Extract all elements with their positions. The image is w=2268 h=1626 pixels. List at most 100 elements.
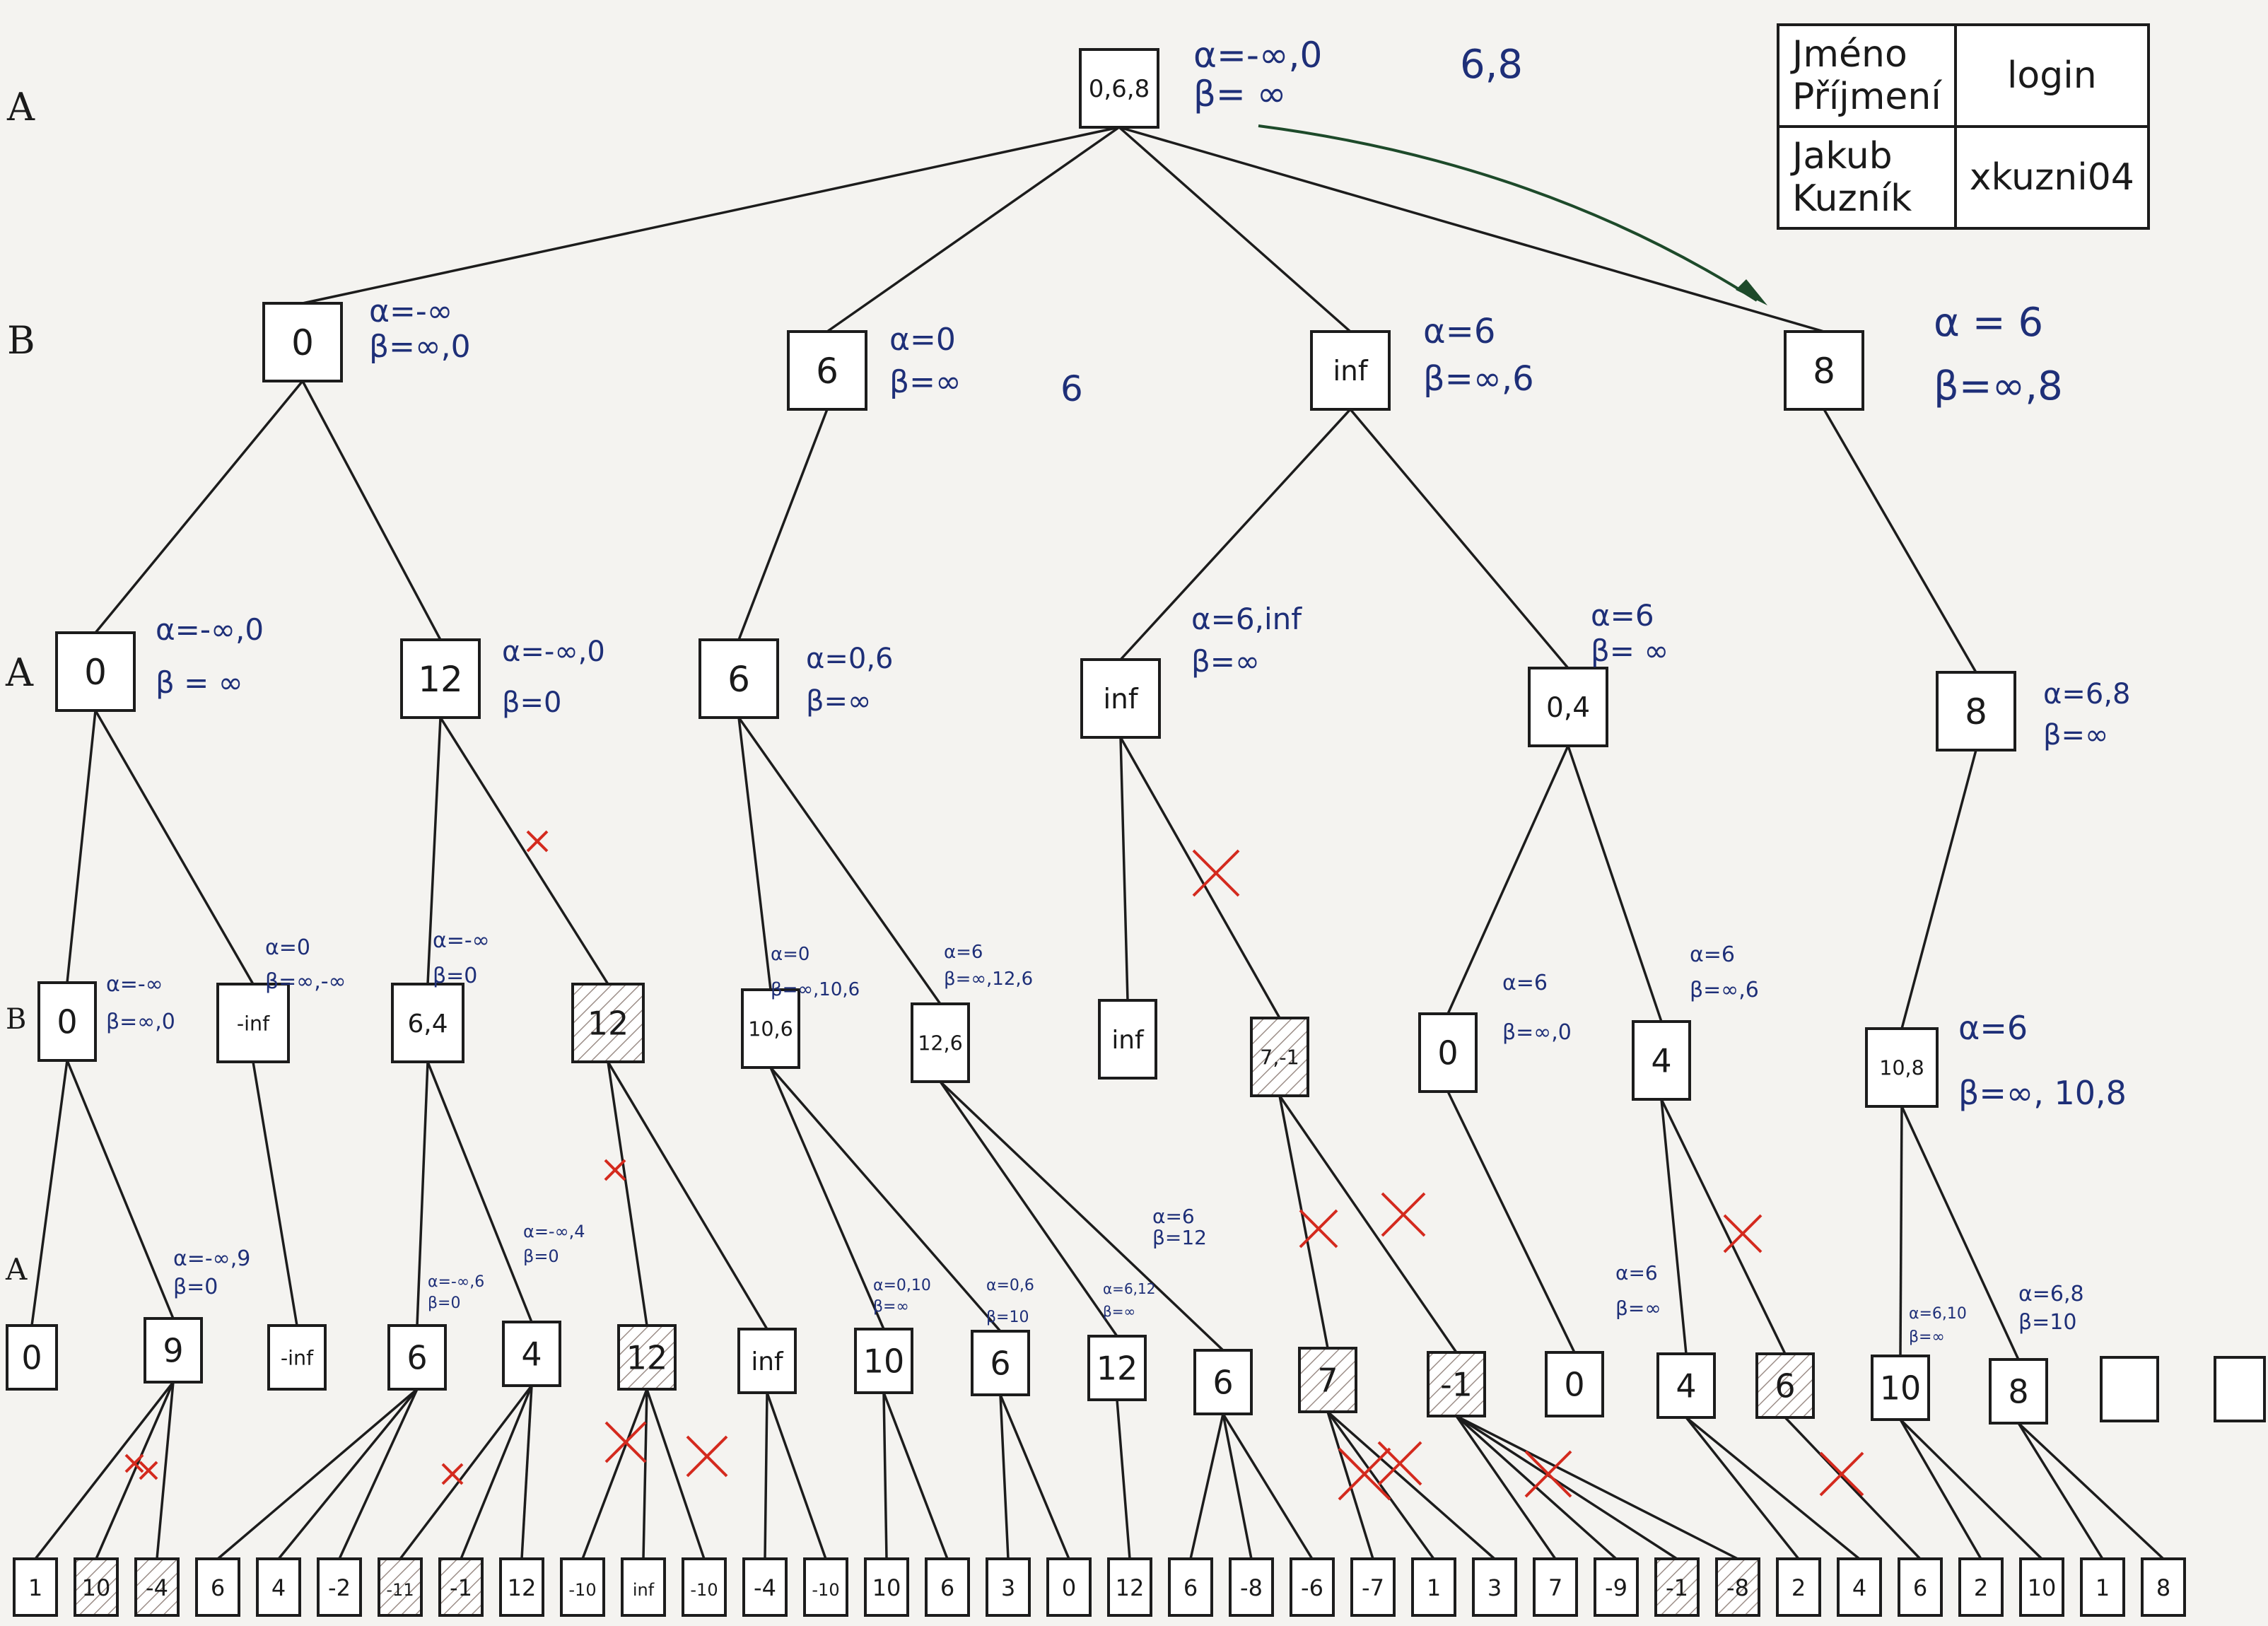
a3-node-3-value: 6 — [407, 1339, 427, 1377]
leaf-6-value: -11 — [386, 1580, 414, 1600]
b-node-3-alpha: α = 6 — [1934, 300, 2043, 346]
root-extra: 6,8 — [1460, 42, 1523, 88]
leaf-33-value: 10 — [2028, 1574, 2057, 1601]
b2-node-9-value: 4 — [1651, 1042, 1671, 1080]
login-header: login — [1953, 23, 2150, 128]
b2-node-8-beta: β=∞,0 — [1502, 1020, 1572, 1045]
leaf-3-box — [195, 1557, 240, 1617]
a-node-5-value: 8 — [1965, 691, 1987, 732]
leaf-4-box — [256, 1557, 301, 1617]
b2-node-8-box — [1418, 1012, 1478, 1093]
a-node-1-value: 12 — [418, 659, 463, 700]
tree-edge — [94, 710, 255, 985]
a-node-3-alpha: α=6,inf — [1191, 602, 1302, 636]
root-node-value: 0,6,8 — [1089, 75, 1150, 103]
cut-mark — [441, 1463, 464, 1485]
a-node-4-beta: β= ∞ — [1591, 633, 1668, 668]
b2-node-1-alpha: α=0 — [265, 935, 310, 960]
leaf-edge — [645, 1388, 706, 1560]
leaf-20-box — [1229, 1557, 1274, 1617]
leaf-7-value: -1 — [450, 1574, 472, 1601]
b2-node-6-box — [1098, 999, 1157, 1080]
leaf-edge — [1222, 1413, 1314, 1560]
a3-node-3-beta: β=0 — [428, 1294, 460, 1312]
cut-mark — [124, 1454, 144, 1473]
b2-node-9-box — [1632, 1020, 1691, 1101]
leaf-edge — [277, 1388, 419, 1560]
leaf-23-value: 1 — [1427, 1574, 1441, 1601]
b-node-2-value: inf — [1333, 356, 1369, 387]
leaf-edge — [642, 1388, 648, 1560]
leaf-edge — [399, 1384, 533, 1560]
a3-node-14-beta: β=∞ — [1615, 1297, 1661, 1320]
tree-edge — [416, 1061, 429, 1326]
tree-edge — [607, 1061, 768, 1330]
b2-node-2-box — [391, 983, 464, 1063]
b2-node-6-value: inf — [1111, 1026, 1145, 1055]
b-node-3-value: 8 — [1813, 351, 1835, 392]
a3-node-17-alpha: α=6,8 — [2018, 1282, 2084, 1306]
leaf-35-value: 8 — [2156, 1574, 2170, 1601]
tree-edge — [439, 717, 609, 985]
tree-edge — [1900, 1106, 2020, 1360]
a3-node-9-value: 12 — [1097, 1350, 1138, 1388]
leaf-edge — [1456, 1415, 1678, 1560]
leaf-edge — [999, 1394, 1070, 1560]
cut-mark — [1377, 1441, 1422, 1486]
a-node-2-value: 6 — [727, 659, 750, 700]
tree-edge — [607, 1061, 648, 1326]
b2-node-5-alpha: α=6 — [944, 942, 983, 963]
a3-node-8-value: 6 — [990, 1345, 1010, 1383]
tree-edge — [426, 717, 442, 985]
a3-node-9-box — [1087, 1335, 1147, 1401]
a-node-3-beta: β=∞ — [1191, 644, 1260, 679]
a-node-4-value: 0,4 — [1546, 692, 1590, 724]
leaf-18-value: 12 — [1116, 1574, 1145, 1601]
leaf-edge — [766, 1392, 827, 1560]
tree-edge — [94, 380, 304, 634]
leaf-edge — [1784, 1416, 1922, 1560]
leaf-34-value: 1 — [2095, 1574, 2110, 1601]
b2-node-0-alpha: α=-∞ — [106, 972, 163, 997]
leaf-25-value: 7 — [1548, 1574, 1562, 1601]
tree-edge — [1119, 737, 1129, 1001]
a-node-0-beta: β = ∞ — [156, 665, 243, 700]
leaf-edge — [1455, 1415, 1557, 1560]
leaf-8-value: 12 — [508, 1574, 537, 1601]
a-node-2-beta: β=∞ — [806, 685, 871, 718]
tree-edge — [939, 1081, 1118, 1337]
b2-node-1-box — [216, 983, 290, 1063]
a-node-4-box — [1528, 667, 1608, 747]
tree-edge — [1823, 409, 1977, 673]
cut-mark — [686, 1435, 728, 1478]
b-node-3-beta: β=∞,8 — [1934, 363, 2063, 409]
b-node-1-alpha: α=0 — [889, 322, 956, 358]
a-node-3-box — [1080, 658, 1161, 739]
leaf-edge — [882, 1392, 888, 1560]
tree-edge — [769, 1066, 1002, 1333]
a3-node-6-box — [737, 1328, 797, 1394]
b2-node-2-alpha: α=-∞ — [433, 928, 490, 953]
leaf-edge — [520, 1385, 533, 1560]
leaf-6-box — [378, 1557, 423, 1617]
arrow-curve — [1258, 124, 1758, 302]
a3-node-5-box — [617, 1324, 677, 1391]
b2-node-4-alpha: α=0 — [771, 944, 809, 965]
leaf-edge — [1326, 1411, 1374, 1560]
leaf-16-value: 3 — [1001, 1574, 1015, 1601]
a3-node-2-value: -inf — [281, 1346, 314, 1369]
leaf-13-value: -10 — [812, 1580, 839, 1600]
tree-edge — [302, 126, 1120, 305]
a3-node-13-box — [1545, 1351, 1604, 1417]
a3-node-19-box — [2214, 1356, 2266, 1422]
tree-edge — [66, 1060, 175, 1319]
tree-edge — [30, 1060, 69, 1326]
tree-edge — [1349, 408, 1570, 669]
leaf-edge — [2017, 1422, 2165, 1560]
b2-node-10-beta: β=∞, 10,8 — [1958, 1074, 2127, 1112]
tree-edge — [301, 380, 442, 641]
leaf-5-value: -2 — [328, 1574, 351, 1601]
leaf-35-box — [2141, 1557, 2186, 1617]
leaf-10-box — [621, 1557, 666, 1617]
